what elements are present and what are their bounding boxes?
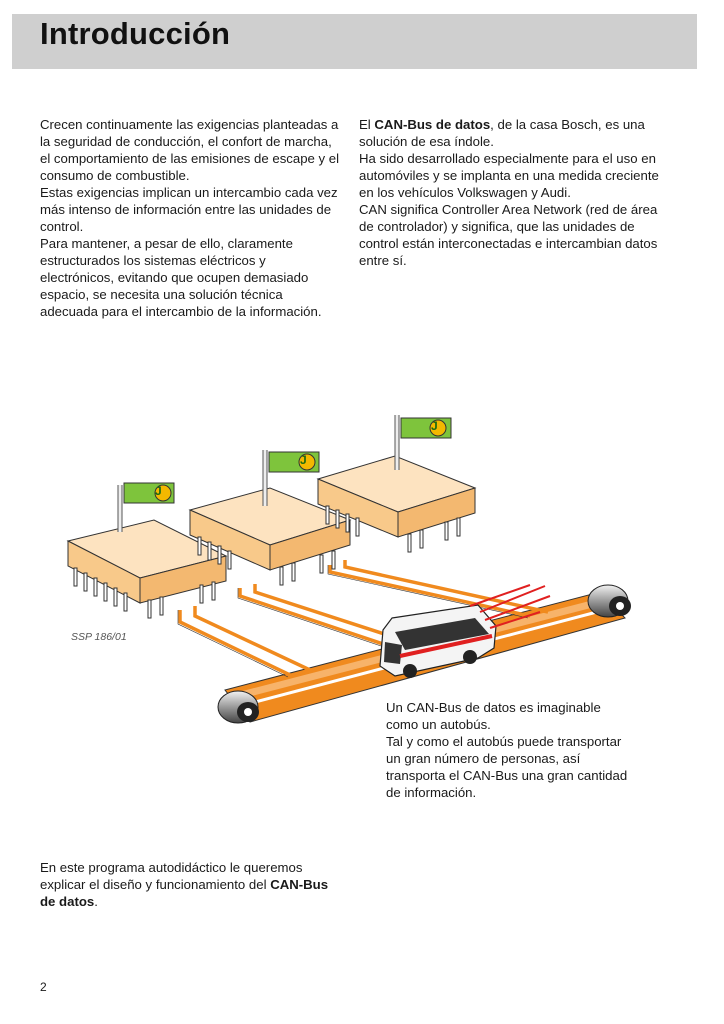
chip-pins [73, 505, 461, 619]
bus-wires-outline [177, 565, 529, 678]
flag-letter-2: J [300, 453, 307, 467]
closing-paragraph: En este programa autodidáctico le querem… [40, 859, 340, 910]
paragraph: Para mantener, a pesar de ello, claramen… [40, 236, 322, 319]
text-run: En este programa autodidáctico le querem… [40, 860, 303, 892]
control-unit-2 [188, 450, 352, 571]
speed-lines [469, 584, 551, 629]
caption-line: Tal y como el autobús puede transportar … [386, 734, 628, 800]
text-run: El [359, 117, 375, 132]
bus-wires [178, 560, 549, 677]
belt-roller-left [217, 690, 259, 724]
belt-roller-right [587, 584, 631, 618]
paragraph: En este programa autodidáctico le querem… [40, 859, 340, 910]
bus [379, 604, 497, 678]
control-unit-1 [66, 482, 228, 604]
caption-line: Un CAN-Bus de datos es imaginable como u… [386, 700, 601, 732]
paragraph: CAN significa Controller Area Network (r… [359, 202, 658, 268]
intro-left-column: Crecen continuamente las exigencias plan… [40, 116, 340, 320]
can-bus-term: CAN-Bus de datos [374, 117, 491, 132]
flag-letter-3: J [431, 419, 438, 433]
paragraph: Ha sido desarrollado especialmente para … [359, 151, 659, 200]
page-number: 2 [40, 980, 47, 994]
paragraph: Estas exigencias implican un intercambio… [40, 185, 338, 234]
paragraph: Crecen continuamente las exigencias plan… [40, 117, 340, 183]
figure-label: SSP 186/01 [71, 631, 127, 643]
intro-right-column: El CAN-Bus de datos, de la casa Bosch, e… [359, 116, 659, 269]
control-unit-3 [316, 415, 477, 538]
flag-letter-1: J [155, 484, 162, 498]
text-run: , de la casa Bosch, es una solución de e… [359, 117, 645, 149]
title-band [12, 14, 697, 69]
paragraph: El CAN-Bus de datos, de la casa Bosch, e… [359, 116, 659, 150]
text-run: . [94, 894, 98, 909]
figure-caption: Un CAN-Bus de datos es imaginable como u… [386, 699, 636, 801]
can-bus-term: CAN-Bus de datos [40, 877, 329, 909]
page-title: Introducción [40, 16, 231, 51]
